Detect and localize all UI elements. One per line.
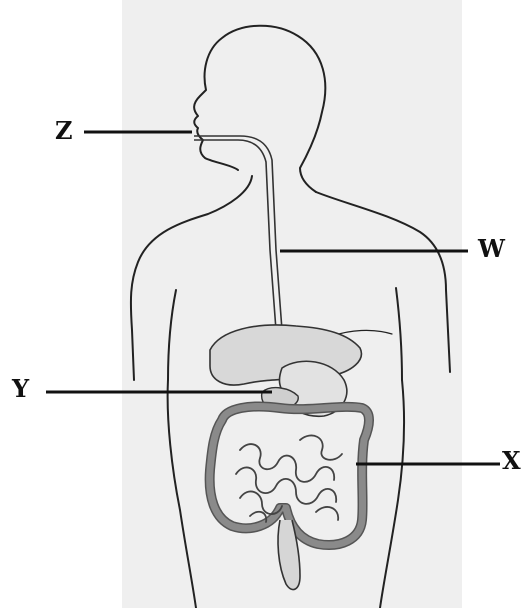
label-z: Z [55, 119, 73, 143]
label-x: X [502, 449, 521, 473]
label-y: Y [12, 377, 29, 401]
label-w: W [478, 237, 505, 261]
